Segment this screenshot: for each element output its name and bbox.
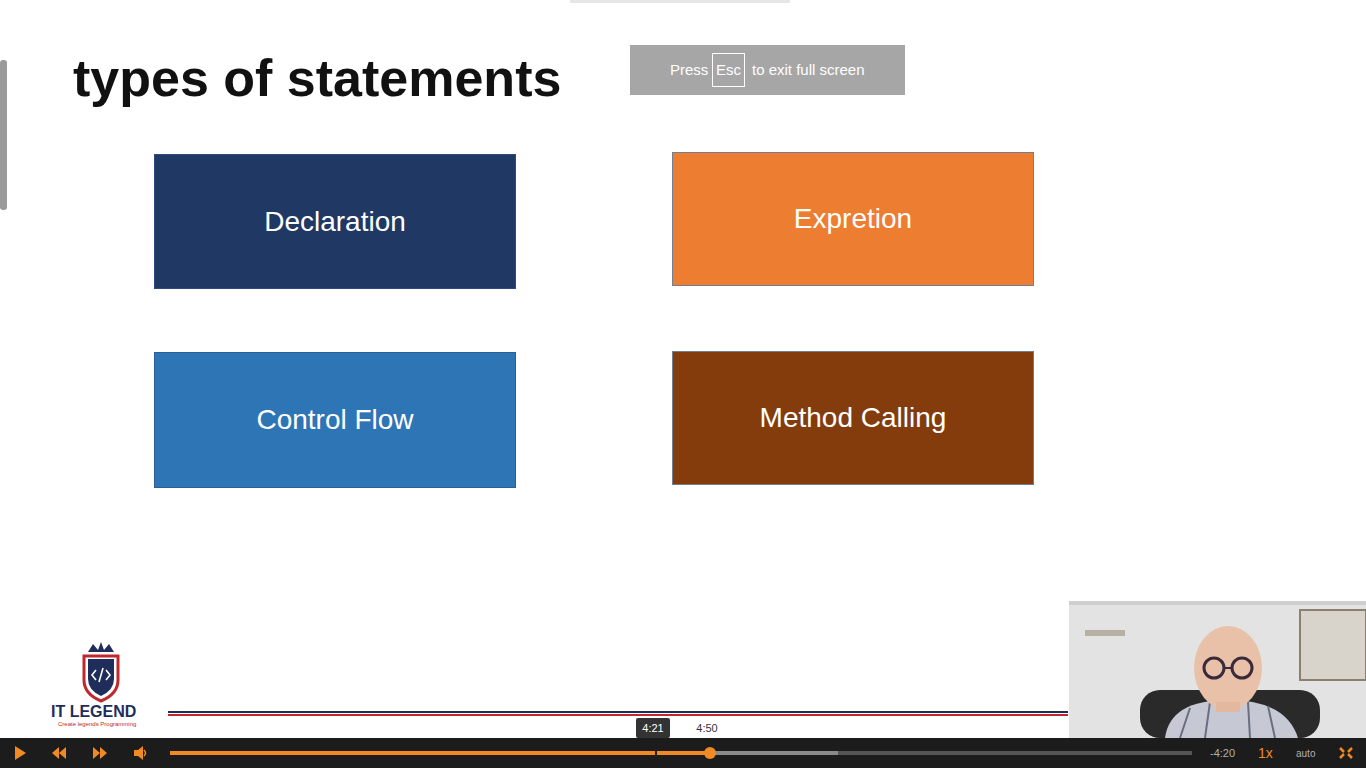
- webcam-view: [1069, 601, 1366, 738]
- progress-track: [170, 751, 1192, 755]
- control-bar: [0, 738, 1366, 768]
- brand-slogan: Create legends Programming: [58, 721, 136, 728]
- box-label: Expretion: [794, 203, 912, 235]
- brand-name: IT LEGEND: [51, 703, 136, 721]
- progress-handle: [704, 747, 716, 759]
- forward-icon: [93, 747, 107, 759]
- seek-time: 4:50: [690, 718, 724, 738]
- fullscreen-icon: [1340, 748, 1352, 758]
- box-label: Method Calling: [760, 402, 947, 434]
- statement-box: Declaration: [154, 154, 516, 289]
- box-label: Declaration: [264, 206, 406, 238]
- scroll-indicator: [0, 60, 7, 210]
- hover-time: 4:21: [636, 718, 670, 738]
- logo-emblem: [84, 642, 118, 701]
- speed-setting: 1x: [1258, 745, 1273, 761]
- statement-box: Method Calling: [672, 351, 1034, 485]
- progress-played: [170, 751, 710, 755]
- statement-box: Control Flow: [154, 352, 516, 488]
- top-bar: [570, 0, 790, 3]
- toast-backdrop: [630, 45, 905, 95]
- play-icon: [15, 746, 26, 760]
- hover-tick: [655, 749, 657, 757]
- brand-stripe: [168, 711, 1068, 713]
- remaining-time: -4:20: [1210, 747, 1235, 760]
- quality-setting: auto: [1296, 748, 1315, 760]
- toast-text: to exit full screen: [752, 61, 865, 78]
- rewind-icon: [52, 747, 66, 759]
- brand-stripe: [168, 714, 1068, 716]
- box-label: Control Flow: [256, 404, 413, 436]
- toast-text: Press: [670, 61, 708, 78]
- progress-buffer: [170, 751, 838, 755]
- volume-icon: [134, 746, 143, 760]
- slide-title: types of statements: [73, 48, 561, 108]
- key-cap: Esc: [712, 53, 745, 87]
- statement-box: Expretion: [672, 152, 1034, 286]
